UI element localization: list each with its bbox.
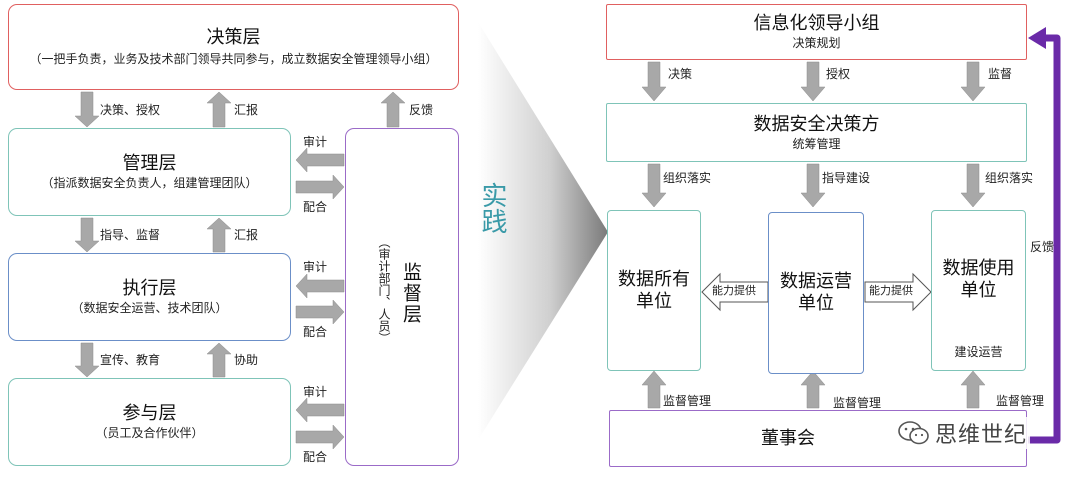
arrow-guide-build [800,163,826,208]
execution-layer-title: 执行层 [122,278,177,299]
label-organize-implement-1: 组织落实 [663,171,712,185]
label-organize-implement-2: 组织落实 [985,171,1034,185]
practice-label: 实践 [477,182,527,234]
label-report-2: 汇报 [234,228,259,242]
arrow-board-operator [800,370,826,409]
label-decide: 决策 [668,67,693,81]
supervision-layer-box [345,128,459,466]
arrow-audit-participation [295,397,345,423]
label-authorize: 授权 [826,67,851,81]
practice-chevron [478,22,608,440]
data-owner-box: 数据所有单位 [607,210,701,371]
decision-layer-subtitle: （一把手负责，业务及技术部门领导共同参与，成立数据安全管理领导小组） [29,52,438,66]
label-decide-authorize: 决策、授权 [100,103,161,117]
feedback-purple-arrowhead [1028,27,1046,49]
label-audit-1: 审计 [303,135,328,149]
arrow-supervise [960,61,986,102]
arrow-participation-assist [206,342,232,378]
arrow-board-user [960,370,986,409]
label-audit-3: 审计 [303,385,328,399]
arrow-supervision-feedback [380,91,406,128]
leadership-group-title: 信息化领导小组 [753,13,880,34]
security-decision-box: 数据安全决策方 统筹管理 [606,103,1027,162]
arrow-management-to-execution [74,217,100,253]
data-user-box: 数据使用单位 建设运营 [931,210,1026,371]
arrow-decide [641,61,667,102]
data-operator-box: 数据运营单位 [768,212,864,374]
label-guide-supervise: 指导、监督 [100,228,161,242]
management-layer-title: 管理层 [122,153,177,174]
arrow-decision-to-management [74,91,100,128]
management-layer-subtitle: （指派数据安全负责人，组建管理团队） [41,176,258,190]
data-operator-title: 数据运营单位 [780,271,852,314]
label-capability-left: 能力提供 [712,284,756,298]
arrow-management-report [206,91,232,128]
label-supervise: 监督 [988,67,1013,81]
label-audit-2: 审计 [303,260,328,274]
label-capability-right: 能力提供 [869,284,913,298]
execution-layer-subtitle: （数据安全运营、技术团队） [71,301,228,315]
data-user-title: 数据使用单位 [942,257,1015,301]
label-publicize-educate: 宣传、教育 [100,353,161,367]
board-title: 董事会 [761,427,815,449]
arrow-organize-user [960,163,986,208]
security-decision-subtitle: 统筹管理 [792,136,841,151]
participation-layer-title: 参与层 [122,403,177,424]
arrow-execution-to-participation [74,342,100,378]
participation-layer-subtitle: （员工及合作伙伴） [95,426,204,440]
arrow-organize-owner [641,163,667,208]
data-owner-title: 数据所有单位 [618,268,690,312]
decision-layer-box: 决策层 （一把手负责，业务及技术部门领导共同参与，成立数据安全管理领导小组） [8,4,459,90]
participation-layer-box: 参与层 （员工及合作伙伴） [8,378,291,466]
label-cooperate-3: 配合 [303,450,328,464]
arrow-authorize [800,61,826,102]
arrow-cooperate-participation [295,424,345,450]
arrow-cooperate-execution [295,299,345,325]
supervision-layer-title: 监督层 [400,262,422,325]
wechat-icon [898,421,929,445]
watermark-text: 思维世纪 [935,423,1028,448]
security-decision-title: 数据安全决策方 [753,113,880,135]
label-supervise-manage-1: 监督管理 [663,394,712,408]
leadership-group-box: 信息化领导小组 决策规划 [606,4,1027,60]
decision-layer-title: 决策层 [206,27,261,48]
label-supervise-manage-2: 监督管理 [833,396,882,410]
watermark: 思维世纪 [894,417,1031,449]
supervision-layer-subtitle: （审计部门、人员） [377,236,391,344]
execution-layer-box: 执行层 （数据安全运营、技术团队） [8,253,291,341]
label-guide-build: 指导建设 [822,171,871,185]
label-assist: 协助 [234,353,259,367]
leadership-group-subtitle: 决策规划 [792,36,841,50]
arrow-execution-report [206,217,232,253]
label-cooperate-1: 配合 [303,200,328,214]
management-layer-box: 管理层 （指派数据安全负责人，组建管理团队） [8,128,291,216]
label-feedback-left: 反馈 [409,103,434,117]
label-cooperate-2: 配合 [303,325,328,339]
label-feedback-right: 反馈 [1030,240,1055,254]
data-user-subtitle: 建设运营 [954,345,1003,359]
arrow-cooperate-management [295,174,345,200]
arrow-audit-management [295,147,345,173]
feedback-purple-arrow [1028,34,1061,444]
arrow-board-owner [641,370,667,409]
label-supervise-manage-3: 监督管理 [996,394,1045,408]
arrow-audit-execution [295,273,345,299]
label-report-1: 汇报 [234,103,259,117]
